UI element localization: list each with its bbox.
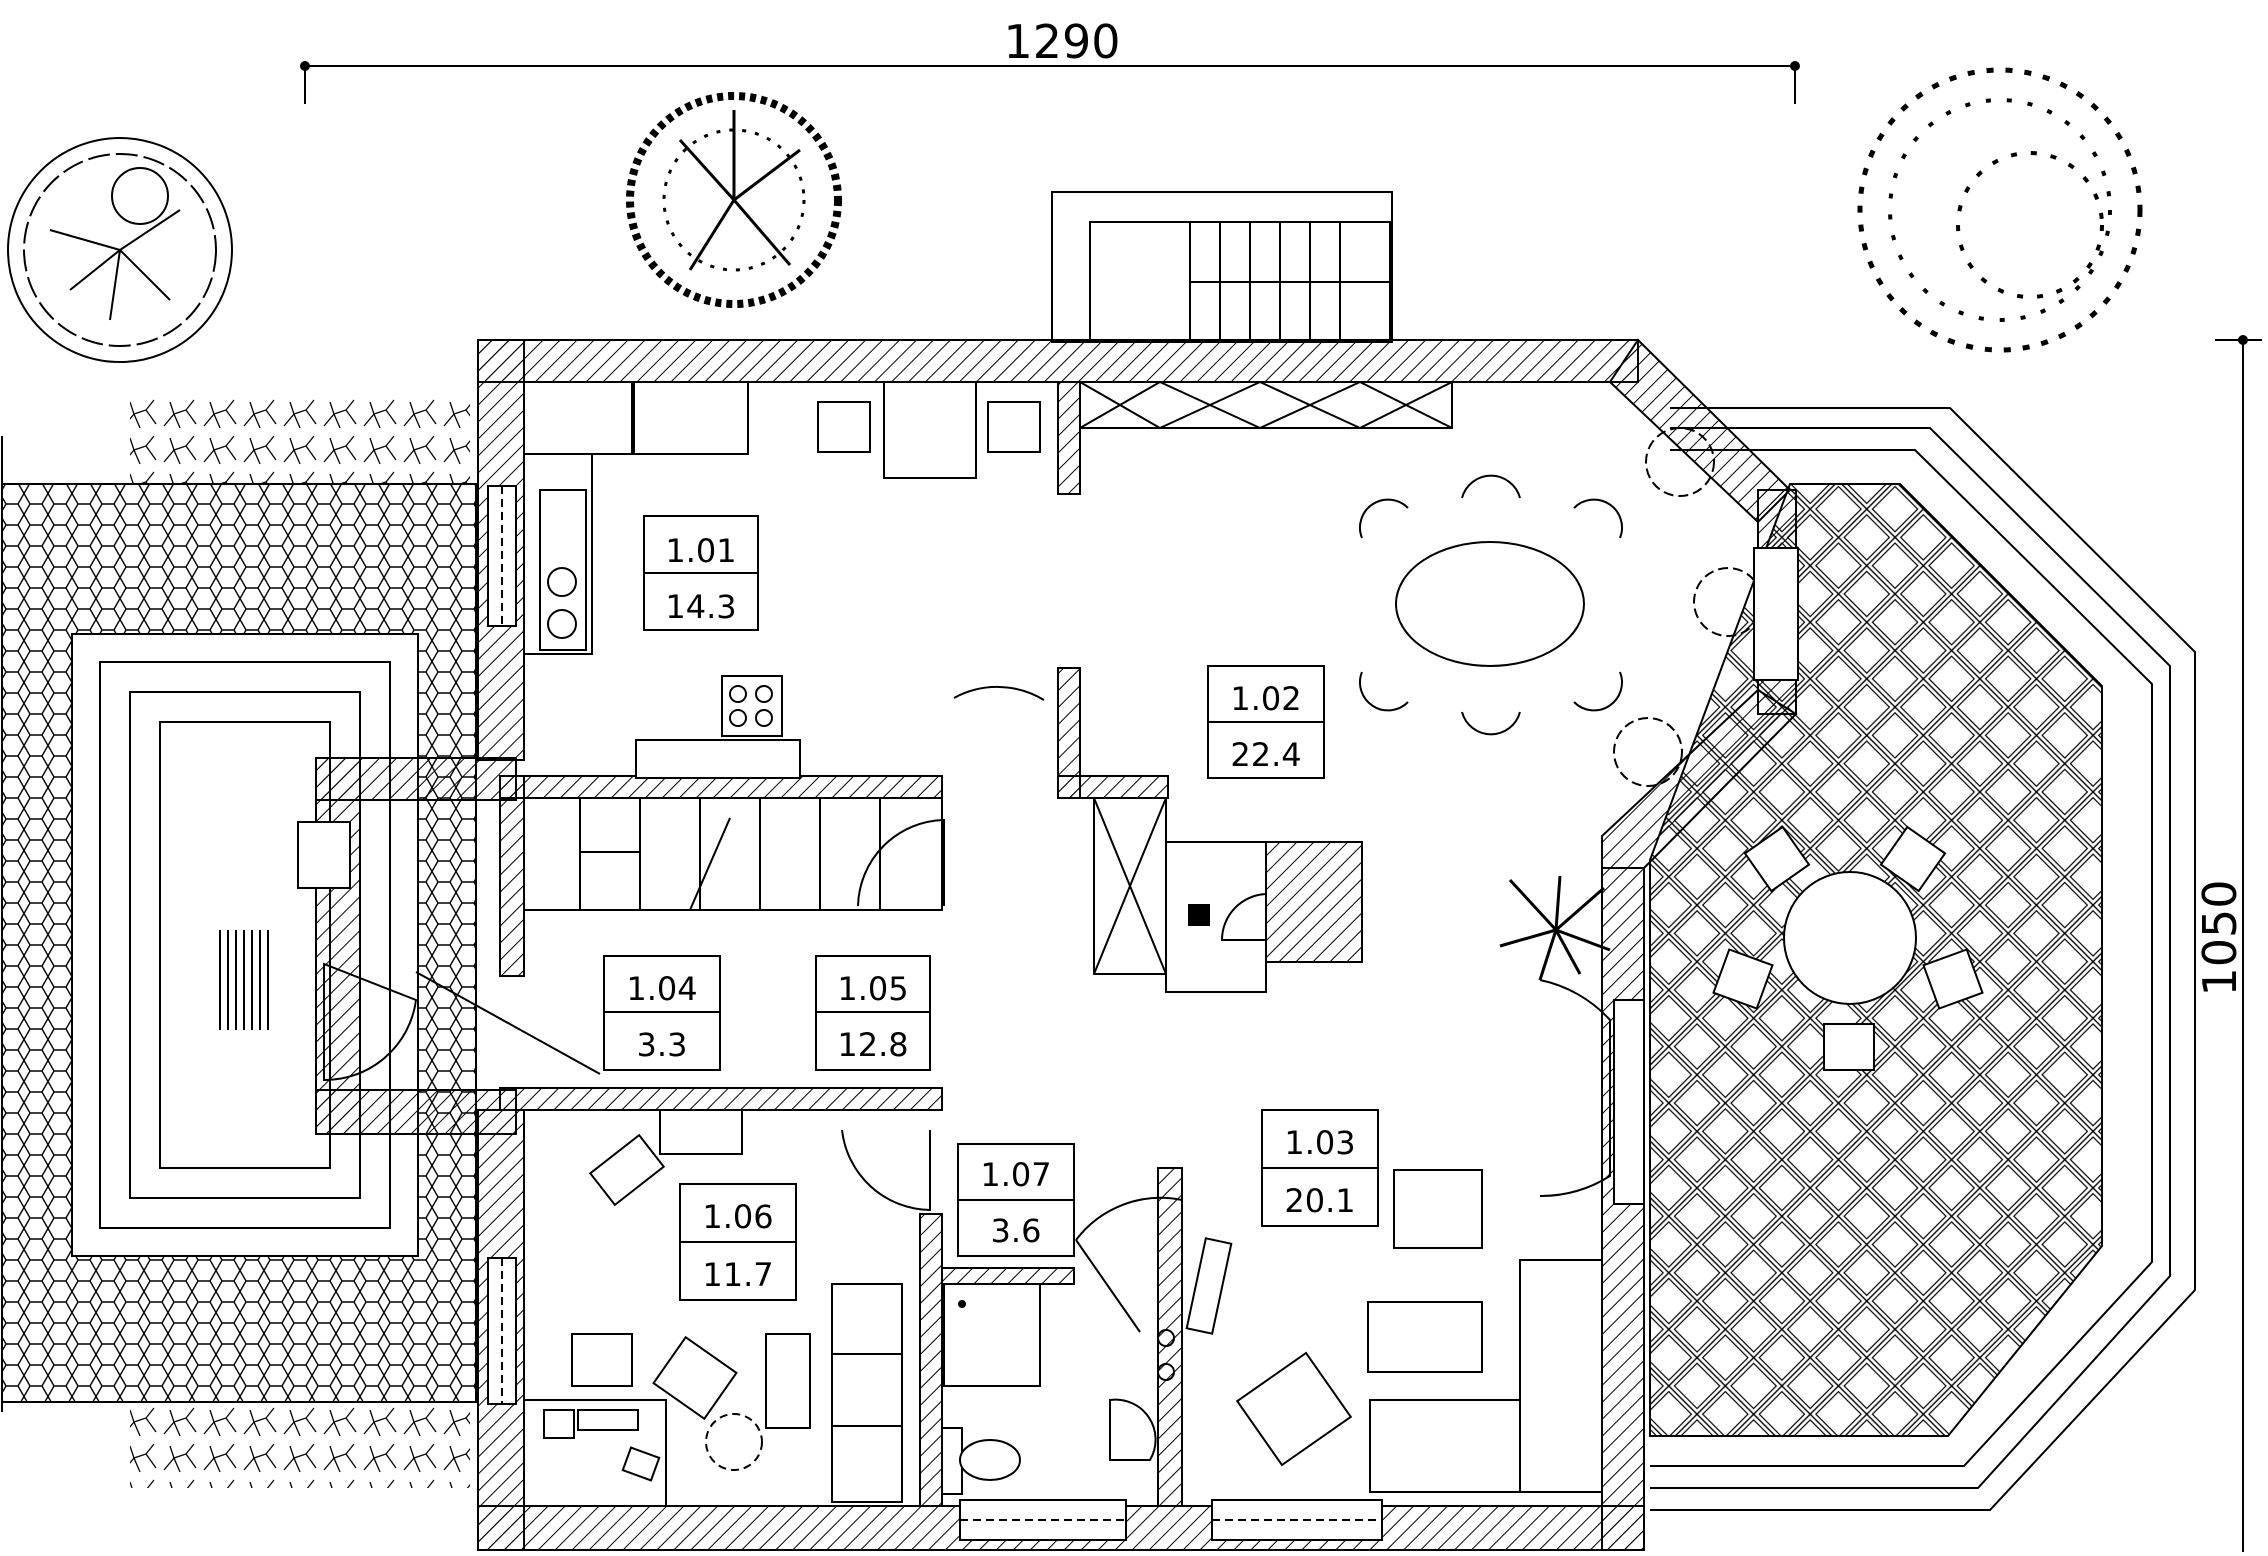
door	[323, 685, 1611, 1333]
grill-icon	[219, 930, 269, 1030]
room-area: 3.6	[991, 1212, 1042, 1250]
shrub-cluster-icon	[130, 396, 470, 1488]
patio-table	[1712, 825, 1984, 1071]
coffee-table	[1367, 1301, 1483, 1373]
room-label-1-02: 1.02 22.4	[1207, 665, 1325, 779]
washbasin-icon	[1109, 1329, 1175, 1461]
room-id: 1.03	[1284, 1124, 1355, 1162]
room-label-1-05: 1.05 12.8	[815, 955, 931, 1071]
room-area: 12.8	[837, 1026, 908, 1064]
room-label-1-07: 1.07 3.6	[957, 1143, 1075, 1257]
room-id: 1.07	[980, 1156, 1051, 1194]
room-area: 20.1	[1284, 1182, 1355, 1220]
room-label-1-03: 1.03 20.1	[1261, 1109, 1379, 1227]
right-terrace	[1649, 407, 2196, 1511]
entrance-steps	[1051, 191, 1393, 343]
room-id: 1.04	[626, 970, 697, 1008]
room-area: 22.4	[1230, 736, 1301, 774]
room-label-1-01: 1.01 14.3	[643, 515, 759, 631]
room-id: 1.01	[665, 532, 736, 570]
side-table	[765, 1333, 811, 1429]
round-tree-icon	[626, 92, 842, 308]
daybed	[831, 1283, 903, 1503]
kitchen-counter	[523, 381, 801, 779]
room-area: 3.3	[637, 1026, 688, 1064]
dimension-height-label: 1050	[2193, 879, 2247, 996]
dining-chairs	[817, 381, 1041, 479]
dimension-width-label: 1290	[1003, 15, 1120, 69]
dimension-width: 1290	[300, 15, 1800, 104]
room-label-1-04: 1.04 3.3	[603, 955, 721, 1071]
wardrobe	[588, 1109, 743, 1207]
tv-unit	[1185, 1237, 1233, 1335]
dining-table	[1359, 474, 1623, 736]
fireplace	[1093, 797, 1363, 993]
pantry-shelves	[1079, 381, 1453, 429]
dimension-height: 1050	[2193, 335, 2262, 1552]
window	[297, 485, 1799, 1541]
room-area: 11.7	[702, 1256, 773, 1294]
shower-tray	[943, 1283, 1041, 1387]
room-id: 1.02	[1230, 680, 1301, 718]
room-id: 1.05	[837, 970, 908, 1008]
room-area: 14.3	[665, 588, 736, 626]
sofa	[1369, 1259, 1603, 1493]
room-id: 1.06	[702, 1198, 773, 1236]
study-desk	[523, 1333, 738, 1507]
palm-plant-icon	[1499, 875, 1611, 981]
armchair	[1235, 1169, 1483, 1467]
left-paving	[1, 436, 477, 1412]
staircase	[523, 797, 943, 911]
toilet-icon	[941, 1427, 1021, 1495]
tree-outline-icon	[1857, 67, 2143, 353]
room-label-1-06: 1.06 11.7	[679, 1183, 797, 1301]
deciduous-tree-icon	[7, 137, 233, 363]
